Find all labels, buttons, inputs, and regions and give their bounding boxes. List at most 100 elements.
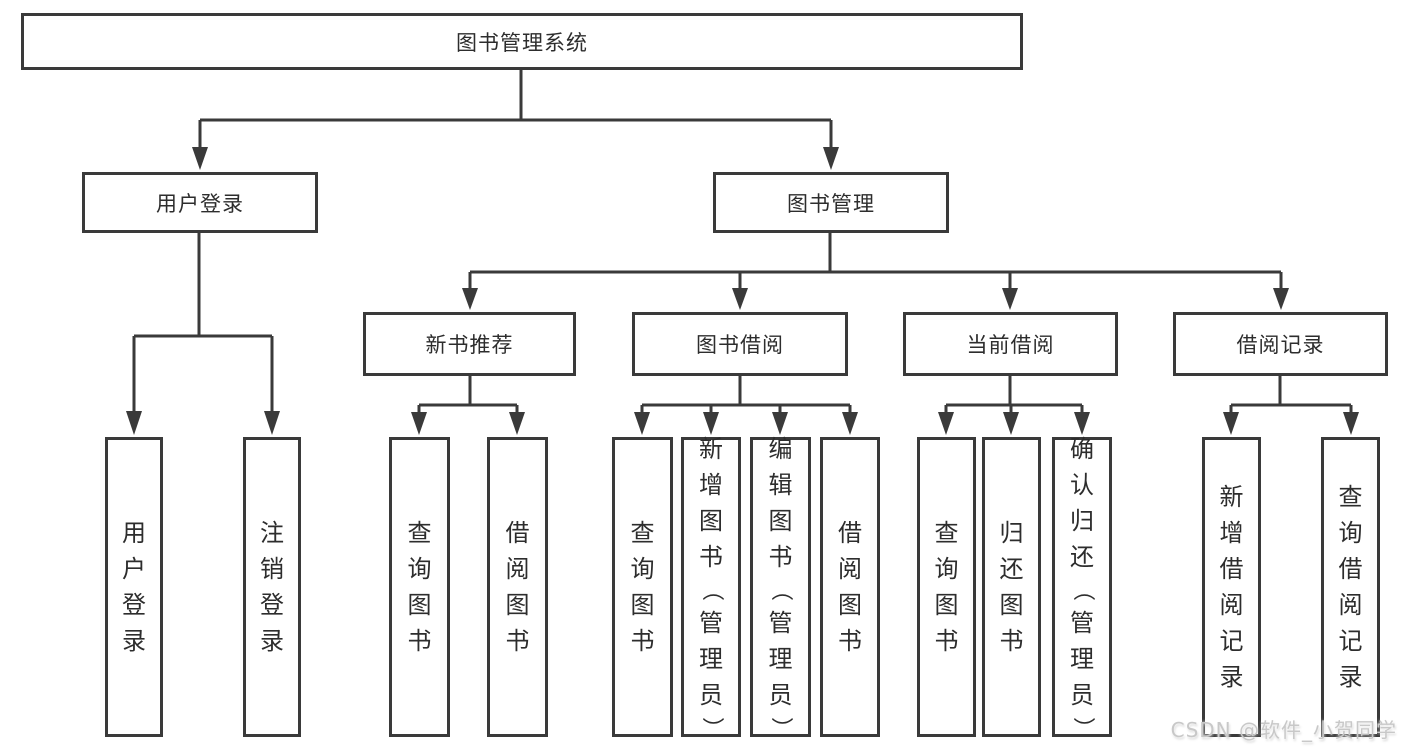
vertical-label-char: 录 xyxy=(122,627,146,655)
vertical-label-char: 员 xyxy=(699,681,723,709)
leaf-cb-confirm-return-admin: 确认归还（管理员） xyxy=(1052,435,1112,740)
vertical-label-char: 员 xyxy=(768,681,793,709)
vertical-label-char: 增 xyxy=(699,471,723,499)
vertical-label-char: 用 xyxy=(122,519,146,547)
vertical-label-char: 认 xyxy=(1070,471,1094,499)
vertical-label-char: 登 xyxy=(122,591,146,619)
vertical-label-char: 图 xyxy=(630,591,655,619)
vertical-label-char: 书 xyxy=(407,627,432,655)
vertical-label-char: 书 xyxy=(505,627,530,655)
leaf-bb-query-books: 查询图书 xyxy=(612,437,673,737)
leaf-br-add-record: 新增借阅记录 xyxy=(1202,437,1261,737)
vertical-label-char: 记 xyxy=(1219,627,1244,655)
arrowhead-current-borrow xyxy=(1002,288,1018,310)
vertical-label-char: ） xyxy=(698,716,724,740)
csdn-watermark: CSDN @软件_小贺同学 xyxy=(1170,718,1397,742)
vertical-label-char: 书 xyxy=(699,543,723,571)
arrowhead-bb-borrow-books xyxy=(842,412,858,435)
vertical-label-char: 增 xyxy=(1219,519,1244,547)
vertical-label-char: 询 xyxy=(630,555,655,583)
vertical-label-char: 登 xyxy=(260,591,284,619)
arrowhead-borrow-records xyxy=(1273,288,1289,310)
vertical-label-char: 借 xyxy=(1338,555,1363,583)
leaf-bb-borrow-books: 借阅图书 xyxy=(820,437,880,737)
vertical-label-char: 还 xyxy=(999,555,1024,583)
vertical-label-char: 记 xyxy=(1338,627,1363,655)
connector-edges xyxy=(132,70,1353,414)
vertical-label-char: 书 xyxy=(630,627,655,655)
vertical-label-char: 书 xyxy=(999,627,1024,655)
vertical-label-char: 新 xyxy=(699,435,723,463)
arrowhead-br-query-record xyxy=(1343,412,1359,435)
vertical-label-char: 借 xyxy=(505,519,530,547)
arrowhead-bb-query-books xyxy=(634,412,650,435)
vertical-label-char: 图 xyxy=(999,591,1024,619)
leaf-nb-borrow-books: 借阅图书 xyxy=(487,437,548,737)
vertical-label-char: 查 xyxy=(934,519,959,547)
arrowhead-cb-confirm-return xyxy=(1074,412,1090,435)
node-book-borrow: 图书借阅 xyxy=(632,312,848,376)
arrowhead-leaf-logout xyxy=(264,411,280,435)
vertical-label-char: 录 xyxy=(260,627,284,655)
edge-book-management-to-children xyxy=(468,233,1283,290)
edge-root-to-level2 xyxy=(198,70,833,150)
vertical-label-char: 图 xyxy=(934,591,959,619)
vertical-label-char: 图 xyxy=(768,507,793,535)
vertical-label-char: 图 xyxy=(407,591,432,619)
leaf-logout: 注销登录 xyxy=(243,437,301,737)
vertical-label-char: ） xyxy=(1069,716,1095,740)
node-book-management: 图书管理 xyxy=(713,172,949,233)
arrowhead-book-management xyxy=(823,147,839,170)
arrowhead-cb-query-books xyxy=(938,412,954,435)
edge-new-book-recommend-to-children xyxy=(417,375,519,414)
vertical-label-char: ） xyxy=(768,716,794,740)
vertical-label-char: 管 xyxy=(699,609,723,637)
arrowhead-leaf-user-login xyxy=(126,411,142,435)
leaf-bb-add-books-admin: 新增图书（管理员） xyxy=(681,435,741,740)
leaf-cb-query-books: 查询图书 xyxy=(917,437,976,737)
vertical-label-char: 管 xyxy=(768,609,793,637)
vertical-label-char: （ xyxy=(768,578,794,602)
edge-user-login-to-children xyxy=(132,233,274,414)
node-book-management-label: 图书管理 xyxy=(787,191,875,216)
arrowheads xyxy=(126,147,1359,435)
vertical-label-char: 阅 xyxy=(1219,591,1244,619)
node-new-book-recommend-label: 新书推荐 xyxy=(425,333,514,357)
arrowhead-bb-edit-books xyxy=(772,412,788,435)
node-root-label: 图书管理系统 xyxy=(456,30,588,55)
vertical-label-char: 借 xyxy=(1219,555,1244,583)
vertical-label-char: 确 xyxy=(1070,435,1094,463)
vertical-label-char: 查 xyxy=(1338,483,1363,511)
vertical-label-char: 辑 xyxy=(768,471,793,499)
arrowhead-book-borrow xyxy=(732,288,748,310)
vertical-label-char: 询 xyxy=(934,555,959,583)
node-current-borrow-label: 当前借阅 xyxy=(966,333,1055,357)
vertical-label-char: 注 xyxy=(260,519,284,547)
arrowhead-br-add-record xyxy=(1223,412,1239,435)
arrowhead-nb-borrow-books xyxy=(509,412,525,435)
arrowhead-new-book-recommend xyxy=(462,288,478,310)
vertical-label-char: 询 xyxy=(1338,519,1363,547)
node-borrow-records: 借阅记录 xyxy=(1173,312,1388,376)
vertical-label-char: 图 xyxy=(505,591,530,619)
vertical-label-char: 管 xyxy=(1070,609,1094,637)
arrowhead-bb-add-books xyxy=(703,412,719,435)
vertical-label-char: 书 xyxy=(768,543,793,571)
vertical-label-char: 户 xyxy=(122,555,146,583)
vertical-label-char: 图 xyxy=(838,591,862,619)
vertical-label-char: 销 xyxy=(260,555,284,583)
vertical-label-char: 归 xyxy=(999,519,1024,547)
vertical-label-char: 理 xyxy=(768,645,793,673)
arrowhead-cb-return-books xyxy=(1003,412,1019,435)
vertical-label-char: 询 xyxy=(407,555,432,583)
node-new-book-recommend: 新书推荐 xyxy=(363,312,576,376)
leaf-nb-query-books: 查询图书 xyxy=(389,437,450,737)
edge-book-borrow-to-children xyxy=(640,375,852,414)
vertical-label-char: 归 xyxy=(1070,507,1094,535)
leaf-cb-return-books: 归还图书 xyxy=(982,437,1041,737)
vertical-label-char: 理 xyxy=(699,645,723,673)
vertical-label-char: 阅 xyxy=(838,555,862,583)
vertical-label-char: （ xyxy=(698,578,724,602)
